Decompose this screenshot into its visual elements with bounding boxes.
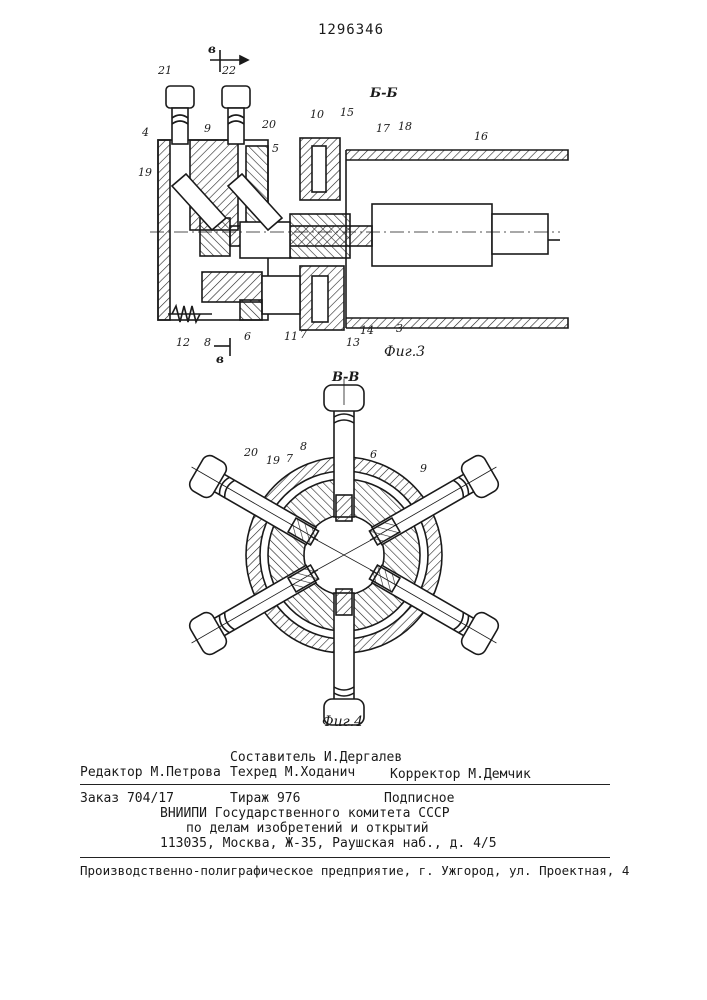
rule-top [80,784,610,785]
imprint-corrector: Корректор М.Демчик [390,767,531,782]
figure-4-body [182,379,507,725]
imprint-institute-dept: по делам изобретений и открытий [186,821,429,836]
fig4-label-9: 9 [420,462,427,475]
fig4-label-7: 7 [286,452,293,465]
imprint-subscription: Подписное [384,791,454,806]
imprint-techred: Техред М.Ходанич [230,765,355,780]
imprint-address: 113035, Москва, Ж-35, Раушская наб., д. … [160,836,497,851]
rule-bottom [80,857,610,858]
fig4-label-6: 6 [370,448,377,461]
imprint-order: Заказ 704/17 [80,791,174,806]
fig4-section-label: В-В [332,370,359,385]
fig4-caption: Фиг.4 [322,714,363,730]
imprint-circulation: Тираж 976 [230,791,300,806]
imprint-printer: Производственно-полиграфическое предприя… [80,863,629,878]
imprint-editor: Редактор М.Петрова [80,765,221,780]
fig4-label-19: 19 [266,454,280,467]
fig4-label-8: 8 [300,440,307,453]
fig4-label-20: 20 [244,446,258,459]
imprint-institute: ВНИИПИ Государственного комитета СССР [160,806,450,821]
imprint-compiler: Составитель И.Дергалев [230,750,402,765]
